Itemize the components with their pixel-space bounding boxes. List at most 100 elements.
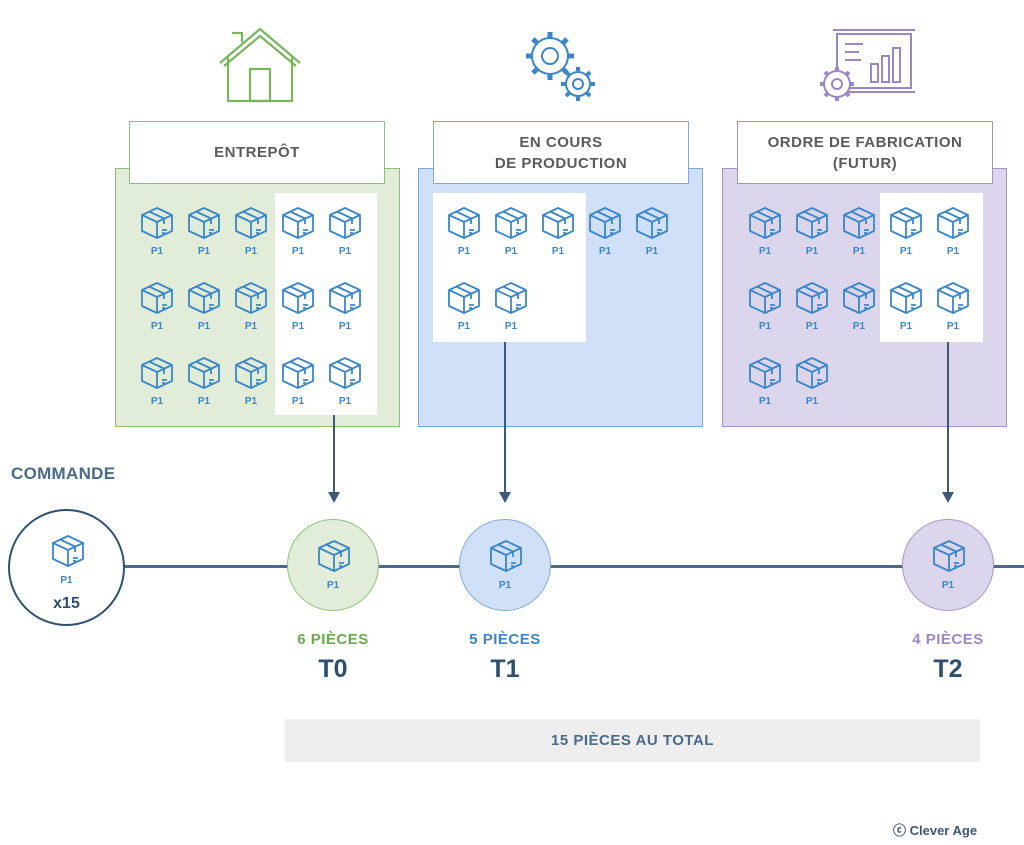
t2-pieces: 4 PIÈCES bbox=[912, 631, 984, 648]
total-bar: 15 PIÈCES AU TOTAL bbox=[285, 719, 980, 762]
box-icon bbox=[888, 205, 924, 241]
production-box-item: P1 bbox=[444, 280, 484, 338]
box-label: P1 bbox=[946, 321, 960, 332]
t0-product: P1 bbox=[326, 580, 340, 591]
box-icon bbox=[186, 355, 222, 391]
box-label: P1 bbox=[457, 321, 471, 332]
entrepot-box-item: P1 bbox=[137, 355, 177, 413]
box-label: P1 bbox=[338, 396, 352, 407]
box-label: P1 bbox=[504, 246, 518, 257]
entrepot-title: ENTREPÔT bbox=[129, 121, 385, 184]
box-icon bbox=[327, 280, 363, 316]
box-label: P1 bbox=[645, 246, 659, 257]
production-box-item: P1 bbox=[538, 205, 578, 263]
box-icon bbox=[794, 355, 830, 391]
box-icon bbox=[139, 355, 175, 391]
entrepot-box-item: P1 bbox=[231, 355, 271, 413]
factory-chart-icon bbox=[820, 29, 915, 101]
box-icon bbox=[233, 280, 269, 316]
t0-pieces: 6 PIÈCES bbox=[297, 631, 369, 648]
commande-circle: P1 x15 bbox=[8, 509, 125, 626]
box-label: P1 bbox=[244, 396, 258, 407]
box-label: P1 bbox=[899, 246, 913, 257]
box-icon bbox=[186, 205, 222, 241]
production-box-item: P1 bbox=[632, 205, 672, 263]
entrepot-box-item: P1 bbox=[137, 280, 177, 338]
box-label: P1 bbox=[338, 246, 352, 257]
production-selection bbox=[433, 193, 586, 342]
entrepot-box-item: P1 bbox=[278, 280, 318, 338]
box-icon bbox=[747, 205, 783, 241]
box-icon bbox=[139, 205, 175, 241]
box-icon bbox=[747, 280, 783, 316]
box-icon bbox=[587, 205, 623, 241]
box-label: P1 bbox=[244, 321, 258, 332]
box-icon bbox=[186, 280, 222, 316]
box-label: P1 bbox=[758, 396, 772, 407]
box-icon bbox=[841, 280, 877, 316]
box-icon bbox=[888, 280, 924, 316]
production-box-item: P1 bbox=[491, 280, 531, 338]
box-icon bbox=[280, 280, 316, 316]
t1-label: T1 bbox=[490, 655, 520, 683]
arrow-t0 bbox=[333, 415, 335, 493]
arrow-t2 bbox=[947, 342, 949, 493]
fabrication-box-item: P1 bbox=[839, 280, 879, 338]
box-icon bbox=[794, 280, 830, 316]
house-icon bbox=[219, 27, 301, 103]
box-label: P1 bbox=[852, 246, 866, 257]
arrow-t1 bbox=[504, 342, 506, 493]
box-label: P1 bbox=[758, 321, 772, 332]
box-label: P1 bbox=[805, 321, 819, 332]
fabrication-box-item: P1 bbox=[886, 280, 926, 338]
production-title: EN COURS DE PRODUCTION bbox=[433, 121, 689, 184]
entrepot-box-item: P1 bbox=[184, 280, 224, 338]
box-label: P1 bbox=[551, 246, 565, 257]
box-label: P1 bbox=[504, 321, 518, 332]
arrow-head-t2 bbox=[942, 492, 954, 503]
arrow-head-t1 bbox=[499, 492, 511, 503]
copyright: ⓒ Clever Age bbox=[893, 823, 978, 838]
t0-label: T0 bbox=[318, 655, 348, 683]
fabrication-box-item: P1 bbox=[886, 205, 926, 263]
box-icon bbox=[493, 205, 529, 241]
box-icon bbox=[446, 280, 482, 316]
box-icon bbox=[327, 205, 363, 241]
box-icon bbox=[50, 533, 86, 569]
box-icon bbox=[316, 538, 352, 574]
entrepot-box-item: P1 bbox=[278, 355, 318, 413]
fabrication-box-item: P1 bbox=[792, 280, 832, 338]
gears-icon bbox=[526, 32, 595, 101]
box-icon bbox=[446, 205, 482, 241]
fabrication-box-item: P1 bbox=[792, 205, 832, 263]
entrepot-box-item: P1 bbox=[231, 280, 271, 338]
box-label: P1 bbox=[197, 321, 211, 332]
box-label: P1 bbox=[852, 321, 866, 332]
fabrication-box-item: P1 bbox=[745, 280, 785, 338]
box-icon bbox=[931, 538, 967, 574]
fabrication-box-item: P1 bbox=[792, 355, 832, 413]
entrepot-box-item: P1 bbox=[184, 355, 224, 413]
production-box-item: P1 bbox=[585, 205, 625, 263]
box-icon bbox=[488, 538, 524, 574]
box-icon bbox=[327, 355, 363, 391]
fabrication-box-item: P1 bbox=[839, 205, 879, 263]
box-icon bbox=[280, 205, 316, 241]
fabrication-box-item: P1 bbox=[933, 280, 973, 338]
t2-circle: P1 bbox=[902, 519, 994, 611]
t1-pieces: 5 PIÈCES bbox=[469, 631, 541, 648]
entrepot-box-item: P1 bbox=[184, 205, 224, 263]
commande-product: P1 bbox=[60, 575, 73, 586]
t1-product: P1 bbox=[498, 580, 512, 591]
t1-circle: P1 bbox=[459, 519, 551, 611]
entrepot-box-item: P1 bbox=[231, 205, 271, 263]
box-label: P1 bbox=[457, 246, 471, 257]
total-label: 15 PIÈCES AU TOTAL bbox=[551, 732, 714, 749]
box-icon bbox=[794, 205, 830, 241]
entrepot-box-item: P1 bbox=[325, 355, 365, 413]
box-icon bbox=[280, 355, 316, 391]
commande-quantity: x15 bbox=[53, 595, 80, 612]
box-icon bbox=[841, 205, 877, 241]
box-label: P1 bbox=[946, 246, 960, 257]
arrow-head-t0 bbox=[328, 492, 340, 503]
